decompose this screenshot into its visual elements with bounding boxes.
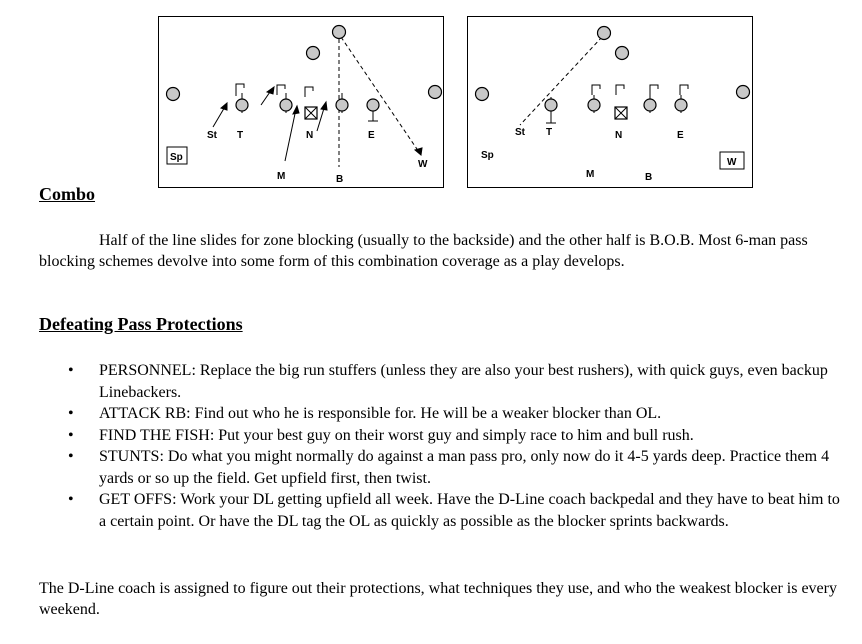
block-marker-icon [649,84,659,95]
defender-circle-icon [474,86,490,102]
closing-paragraph: The D-Line coach is assigned to figure o… [39,580,837,618]
lineman-circle-icon [235,98,249,112]
bullet-item: PERSONNEL: Replace the big run stuffers … [39,360,849,403]
label-n: N [615,130,622,141]
label-b: B [336,174,343,185]
center-box-icon [614,106,628,120]
center-box-icon [614,106,628,120]
combo-diagram-right: St T N E Sp M B W [467,16,753,188]
block-marker-icon [235,83,245,96]
label-st: St [515,127,526,138]
sp-box [166,146,188,165]
defender-circle-icon [305,45,321,61]
bullet-list: PERSONNEL: Replace the big run stuffers … [39,360,849,532]
center-box-icon [304,106,318,120]
label-t: T [546,127,552,138]
block-marker-icon [615,84,625,95]
label-sp: Sp [481,150,494,161]
lineman-circle-icon [366,98,380,112]
block-marker-icon [304,86,314,97]
defender-circle-icon [614,45,630,61]
center-box-icon [304,106,318,120]
arrowhead-icon [320,100,328,111]
label-st: St [207,130,218,141]
diagram-left-svg: St T N E Sp M B W [165,24,443,185]
arrowhead-icon [413,147,423,156]
label-m: M [277,171,285,182]
label-t: T [237,130,243,141]
arrowhead-icon [292,104,300,115]
bullet-item: FIND THE FISH: Put your best guy on thei… [39,425,849,447]
defender-circle-icon [331,24,347,40]
lineman-circle-icon [587,98,601,112]
lineman-circle-icon [335,98,349,112]
label-sp: Sp [170,152,183,163]
defeating-heading: Defeating Pass Protections [39,314,243,334]
dashed-route-line [519,36,603,126]
defender-circle-icon [596,25,612,41]
label-b: B [645,172,652,183]
w-box [719,151,745,170]
lineman-circle-icon [544,98,558,112]
bullet-item: GET OFFS: Work your DL getting upfield a… [39,489,849,532]
lineman-circle-icon [279,98,293,112]
bullet-item: ATTACK RB: Find out who he is responsibl… [39,403,849,425]
bullet-item: STUNTS: Do what you might normally do ag… [39,446,849,489]
block-marker-icon [679,84,689,95]
label-e: E [677,130,684,141]
block-marker-icon [276,84,286,95]
label-w: W [727,157,737,168]
defender-circle-icon [165,86,181,102]
lineman-circle-icon [643,98,657,112]
combo-diagram-left: St T N E Sp M B W [158,16,444,188]
block-marker-icon [591,84,601,95]
dashed-route-line [340,36,422,156]
label-e: E [368,130,375,141]
arrowhead-icon [219,101,228,111]
label-n: N [306,130,313,141]
diagram-right-svg: St T N E Sp M B W [474,25,751,183]
rush-arrow-m [284,108,297,162]
combo-paragraph: Half of the line slides for zone blockin… [39,232,808,270]
lineman-circle-icon [674,98,688,112]
label-m: M [586,169,594,180]
combo-heading: Combo [39,184,96,204]
defender-circle-icon [735,84,751,100]
label-w: W [418,159,428,170]
defender-circle-icon [427,84,443,100]
arrowhead-icon [265,85,275,95]
